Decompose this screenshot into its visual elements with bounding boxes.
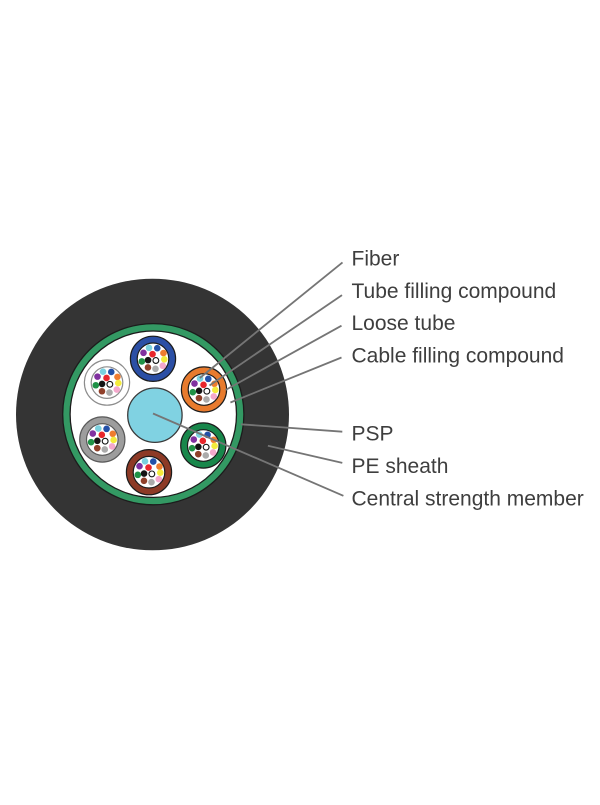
svg-text:PSP: PSP	[352, 423, 394, 446]
svg-text:Tube filling compound: Tube filling compound	[352, 280, 557, 303]
svg-text:Cable filling compound: Cable filling compound	[352, 345, 564, 368]
svg-text:PE sheath: PE sheath	[352, 455, 449, 478]
svg-text:Loose tube: Loose tube	[352, 312, 456, 335]
svg-text:Central strength member: Central strength member	[352, 487, 584, 510]
svg-text:Fiber: Fiber	[352, 248, 400, 271]
